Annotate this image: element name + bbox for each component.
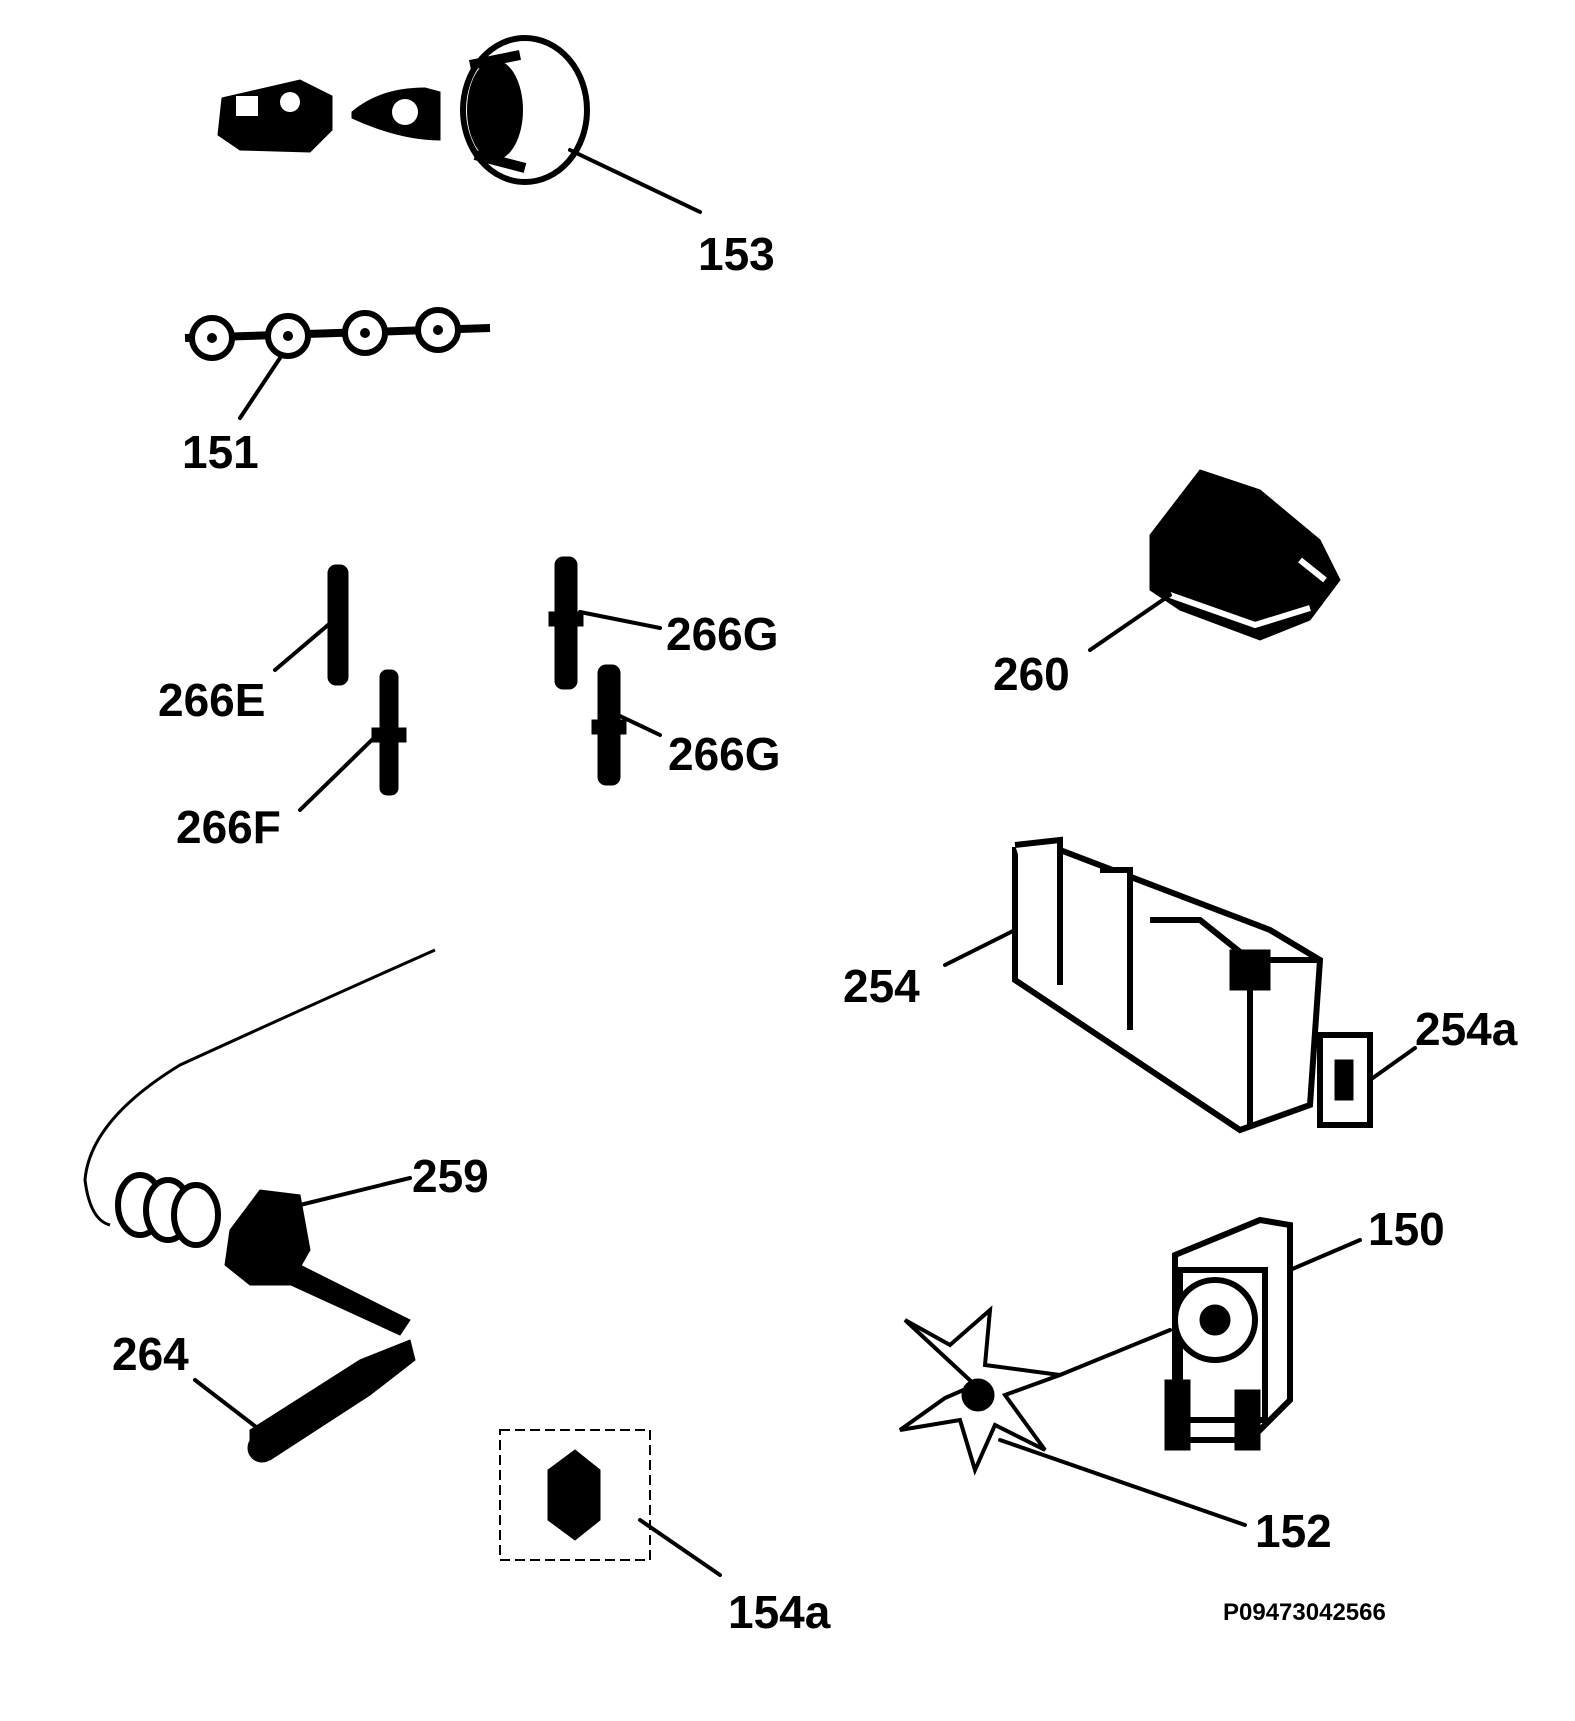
- label-151: 151: [182, 426, 259, 478]
- part-264-illustration: [193, 1339, 416, 1463]
- part-154a-illustration: [499, 1429, 722, 1577]
- part-266G-bottom-illustration: [591, 664, 662, 786]
- label-266G-bottom: 266G: [668, 728, 781, 780]
- label-150: 150: [1368, 1203, 1445, 1255]
- label-266F: 266F: [176, 801, 281, 853]
- label-259: 259: [412, 1150, 489, 1202]
- part-266F-illustration: [298, 669, 407, 812]
- part-153-illustration: [217, 35, 702, 214]
- part-151-illustration: [184, 307, 491, 420]
- label-266E: 266E: [158, 674, 265, 726]
- label-260: 260: [993, 648, 1070, 700]
- drawing-code: P09473042566: [1223, 1599, 1386, 1626]
- label-254a: 254a: [1415, 1003, 1518, 1055]
- part-260-illustration: [1088, 469, 1341, 652]
- label-266G-top: 266G: [666, 608, 779, 660]
- label-153: 153: [698, 228, 775, 280]
- label-154a: 154a: [728, 1586, 831, 1638]
- label-264: 264: [112, 1328, 189, 1380]
- part-254-illustration: [943, 836, 1417, 1134]
- label-152: 152: [1255, 1505, 1332, 1557]
- part-150-illustration: [1164, 1216, 1362, 1451]
- part-266G-top-illustration: [548, 556, 662, 690]
- part-259-illustration: [83, 948, 436, 1336]
- part-152-illustration: [898, 1305, 1247, 1527]
- label-254: 254: [843, 960, 920, 1012]
- part-266E-illustration: [273, 564, 349, 686]
